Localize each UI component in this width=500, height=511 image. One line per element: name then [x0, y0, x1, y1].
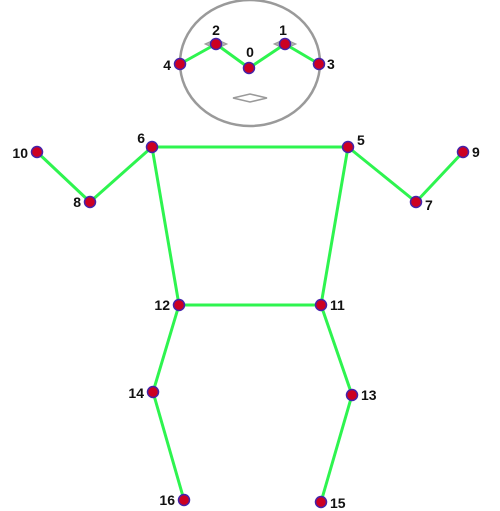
keypoint-5-label: 5 [357, 132, 365, 148]
skeleton-line-0-1 [247, 42, 287, 70]
keypoint-1-marker [278, 37, 292, 51]
keypoint-7-marker [409, 195, 423, 209]
keypoint-0-marker [242, 61, 256, 75]
keypoint-6-label: 6 [137, 130, 145, 146]
keypoint-5-marker [341, 140, 355, 154]
keypoint-13-label: 13 [361, 387, 377, 403]
skeleton-line-14-16 [151, 390, 186, 502]
keypoint-12-label: 12 [154, 297, 170, 313]
mouth-shape [232, 93, 268, 103]
skeleton-line-6-12 [150, 145, 181, 307]
keypoint-3-marker [312, 57, 326, 71]
keypoint-7-label: 7 [425, 197, 433, 213]
keypoint-9-label: 9 [472, 144, 480, 160]
keypoint-4-label: 4 [163, 57, 171, 73]
skeleton-line-6-8 [88, 145, 154, 204]
skeleton-line-1-3 [283, 42, 321, 66]
skeleton-line-5-7 [346, 145, 418, 204]
skeleton-line-13-15 [319, 393, 354, 504]
keypoint-9-marker [456, 145, 470, 159]
keypoint-16-label: 16 [159, 492, 175, 508]
keypoint-1-label: 1 [279, 22, 287, 38]
keypoint-10-marker [30, 145, 44, 159]
skeleton-line-2-0 [214, 42, 251, 70]
keypoint-15-label: 15 [330, 495, 346, 511]
keypoint-12-marker [172, 298, 186, 312]
keypoint-markers [30, 37, 470, 509]
keypoint-2-marker [209, 37, 223, 51]
skeleton-line-7-9 [414, 150, 465, 204]
keypoint-14-label: 14 [128, 385, 144, 401]
skeleton-line-12-14 [151, 303, 181, 394]
skeleton-line-5-11 [319, 145, 350, 307]
keypoint-14-marker [146, 385, 160, 399]
skeleton-line-4-2 [178, 42, 218, 66]
skeleton-lines [35, 42, 465, 504]
keypoint-0-label: 0 [246, 44, 254, 60]
skeleton-line-11-13 [319, 303, 354, 397]
keypoint-6-marker [145, 140, 159, 154]
keypoint-10-label: 10 [12, 145, 28, 161]
keypoint-11-label: 11 [330, 297, 345, 313]
keypoint-8-label: 8 [73, 194, 81, 210]
keypoint-2-label: 2 [212, 22, 220, 38]
keypoint-15-marker [314, 495, 328, 509]
keypoint-4-marker [173, 57, 187, 71]
keypoint-13-marker [345, 388, 359, 402]
keypoint-16-marker [177, 493, 191, 507]
keypoint-11-marker [314, 298, 328, 312]
keypoint-8-marker [83, 195, 97, 209]
keypoint-3-label: 3 [327, 56, 335, 72]
skeleton-line-8-10 [35, 150, 92, 204]
